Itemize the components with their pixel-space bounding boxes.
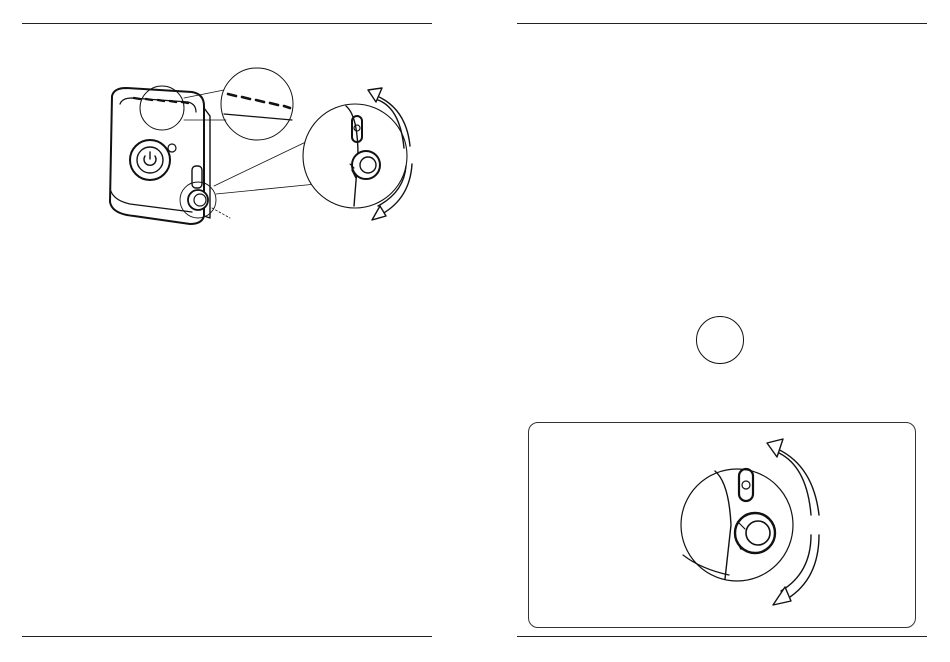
knob-closeup-frame: [528, 422, 916, 628]
knob-closeup: [681, 469, 793, 581]
control-knob: [735, 513, 775, 553]
heater-illustration: [100, 68, 420, 230]
power-symbol-circle: [696, 316, 744, 364]
left-page: [0, 0, 475, 662]
footer-rule: [22, 636, 432, 637]
right-page: [475, 0, 950, 662]
header-rule: [517, 23, 927, 24]
knob-magnifier: [303, 104, 407, 208]
header-rule: [22, 23, 432, 24]
footer-rule: [517, 636, 927, 637]
